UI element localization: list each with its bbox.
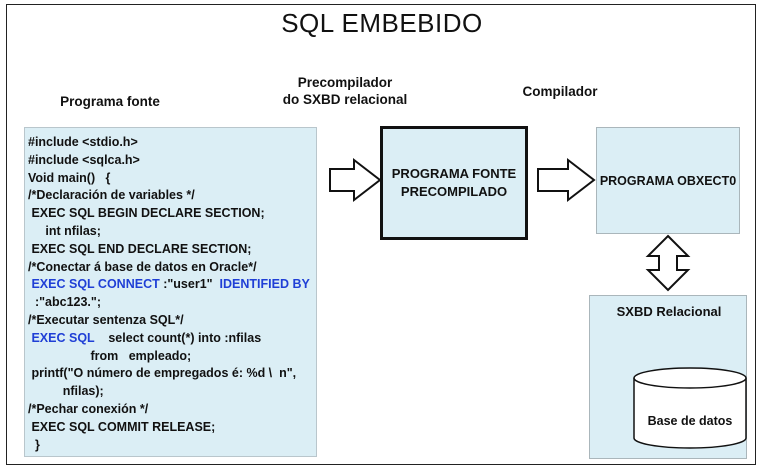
code-lines: #include <stdio.h> #include <sqlca.h> Void…: [28, 134, 313, 276]
precompilador-label: Precompilador do SXBD relacional: [270, 74, 420, 108]
diagram-title: SQL EMBEBIDO: [281, 8, 483, 38]
code-line: EXEC SQL COMMIT RELEASE;: [28, 419, 216, 434]
code-line: EXEC SQL CONNECT :"user1" IDENTIFIED BY: [28, 276, 313, 294]
code-text: select count(*) into :nfilas: [94, 330, 262, 345]
code-line: from empleado;: [28, 348, 192, 363]
code-line: /*Pechar conexión */: [28, 401, 149, 416]
code-line: /*Conectar á base de datos en Oracle*/: [28, 259, 257, 274]
code-line: EXEC SQL BEGIN DECLARE SECTION;: [28, 206, 265, 221]
code-line: nfilas);: [28, 384, 104, 399]
database-label: Base de datos: [647, 414, 733, 428]
programa-fonte-label: Programa fonte: [60, 94, 160, 109]
code-line: #include <sqlca.h>: [28, 152, 140, 167]
source-code-box: #include <stdio.h> #include <sqlca.h> Void…: [24, 127, 317, 457]
code-line: /*Declaración de variables */: [28, 188, 195, 203]
code-line: Void main() {: [28, 170, 111, 185]
sxbd-title: SXBD Relacional: [616, 304, 722, 319]
database-cylinder-icon: [633, 367, 747, 449]
precompilador-label-line2: do SXBD relacional: [282, 92, 408, 107]
precompiled-box-line1: PROGRAMA FONTE: [391, 166, 517, 181]
precompiled-box-line2: PRECOMPILADO: [400, 184, 508, 199]
code-text: :"user1": [159, 277, 220, 292]
arrow-right-icon: [537, 157, 596, 203]
code-line: }: [28, 437, 40, 452]
precompiled-program-box: PROGRAMA FONTE PRECOMPILADO: [380, 126, 528, 240]
code-line: int nfilas;: [28, 223, 101, 238]
code-line: :"abc123.";: [28, 295, 101, 310]
code-keyword: EXEC SQL CONNECT: [28, 277, 160, 292]
code-keyword: IDENTIFIED BY: [219, 277, 310, 292]
double-arrow-vertical-icon: [645, 234, 691, 292]
arrow-right-icon: [329, 157, 382, 203]
code-line: #include <stdio.h>: [28, 135, 138, 149]
code-line: EXEC SQL select count(*) into :nfilas: [28, 330, 313, 348]
code-line: printf("O número de empregados é: %d \ n…: [28, 366, 297, 381]
code-line: /*Executar sentenza SQL*/: [28, 312, 184, 327]
precompilador-label-line1: Precompilador: [297, 75, 393, 90]
object-program-box: PROGRAMA OBXECT0: [596, 127, 740, 234]
code-line: EXEC SQL END DECLARE SECTION;: [28, 241, 252, 256]
code-keyword: EXEC SQL: [28, 330, 95, 345]
compilador-label: Compilador: [522, 84, 598, 99]
object-program-label: PROGRAMA OBXECT0: [599, 173, 737, 188]
